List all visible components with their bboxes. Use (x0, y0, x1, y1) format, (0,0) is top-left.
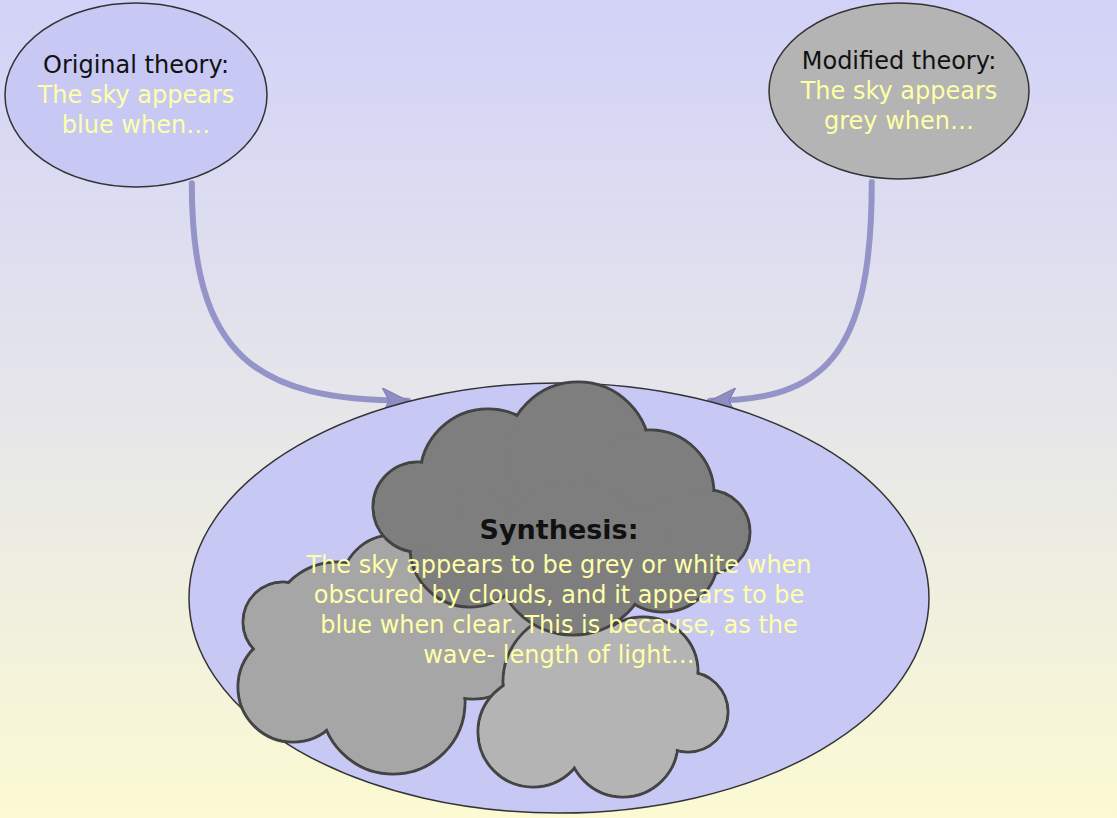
node-heading: Synthesis: (480, 514, 639, 546)
node-heading: Original theory: (43, 51, 229, 80)
node-body: The sky appears blue when… (33, 80, 239, 140)
curved-arrow (192, 183, 408, 400)
curved-arrow (710, 182, 872, 401)
node-heading: Modified theory: (802, 47, 997, 76)
theory-ellipse: Original theory:The sky appears blue whe… (4, 2, 268, 188)
text-group: Synthesis: The sky appears to be grey or … (292, 514, 826, 670)
text-group: Modified theory:The sky appears grey whe… (797, 47, 1001, 136)
text-group: Original theory:The sky appears blue whe… (33, 51, 239, 140)
theory-ellipse: Modified theory:The sky appears grey whe… (768, 2, 1030, 180)
cloud-shape (478, 612, 728, 797)
node-body: The sky appears grey when… (797, 76, 1001, 136)
node-body: The sky appears to be grey or white when… (292, 550, 826, 670)
synthesis-ellipse: Synthesis: The sky appears to be grey or … (188, 382, 930, 814)
